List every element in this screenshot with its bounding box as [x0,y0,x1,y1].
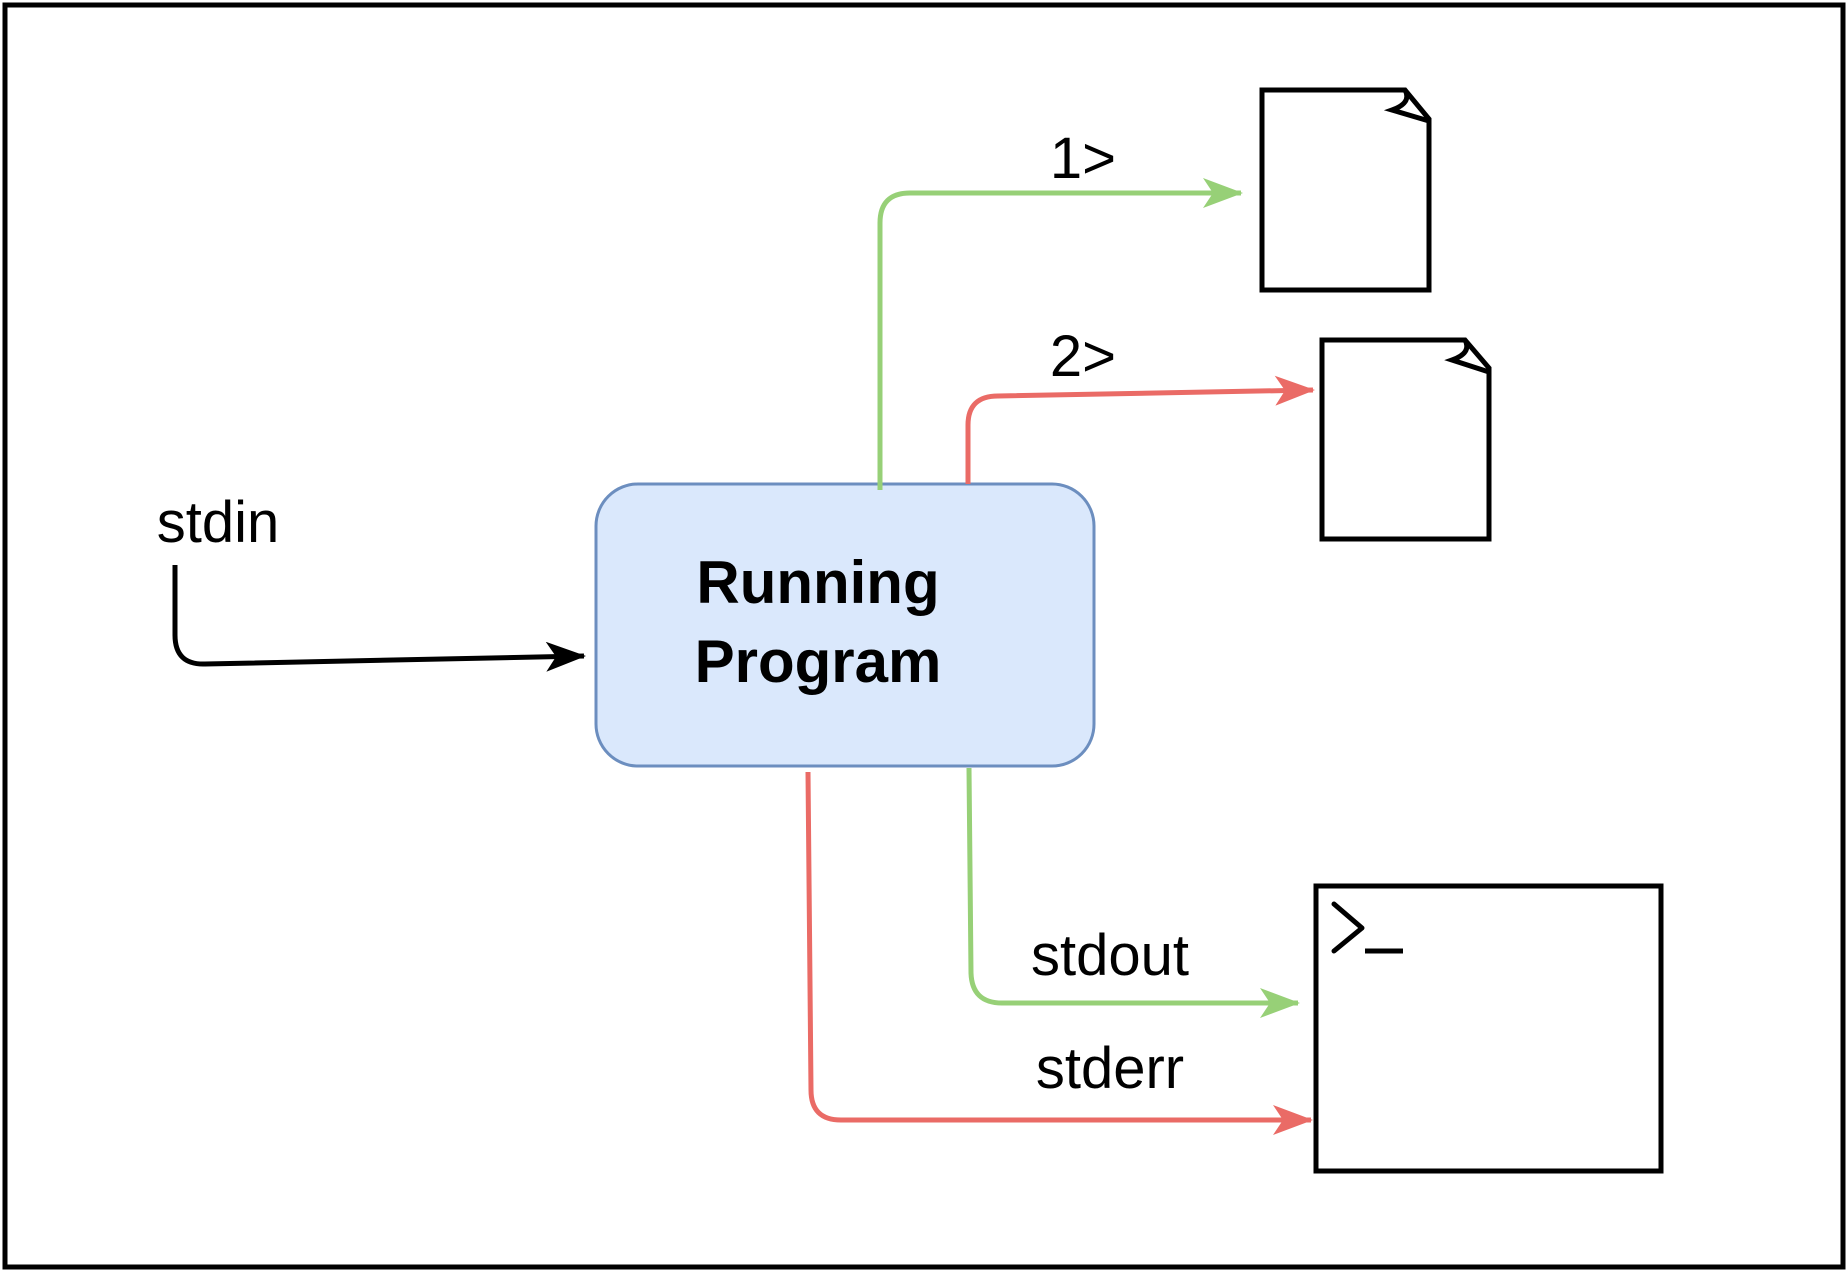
stderr-redirect-arrow [965,375,1315,484]
stderr-arrow [805,771,1313,1135]
running-program-box: Running Program [594,482,1096,768]
stdout-arrow [966,767,1300,1018]
stdout-label: stdout [1031,923,1189,988]
stdin-label: stdin [157,490,280,555]
file-icon [1319,337,1492,542]
stdout-redirect-arrow [877,178,1243,490]
program-label-line1: Running [696,549,939,616]
stdin-arrow [172,565,586,672]
stderr-label: stderr [1036,1036,1184,1101]
program-label-line2: Program [695,628,942,695]
redirect-stdout-label: 1> [1050,126,1116,191]
redirect-stderr-label: 2> [1050,324,1116,389]
terminal-icon [1313,883,1664,1174]
file-icon [1259,87,1432,293]
